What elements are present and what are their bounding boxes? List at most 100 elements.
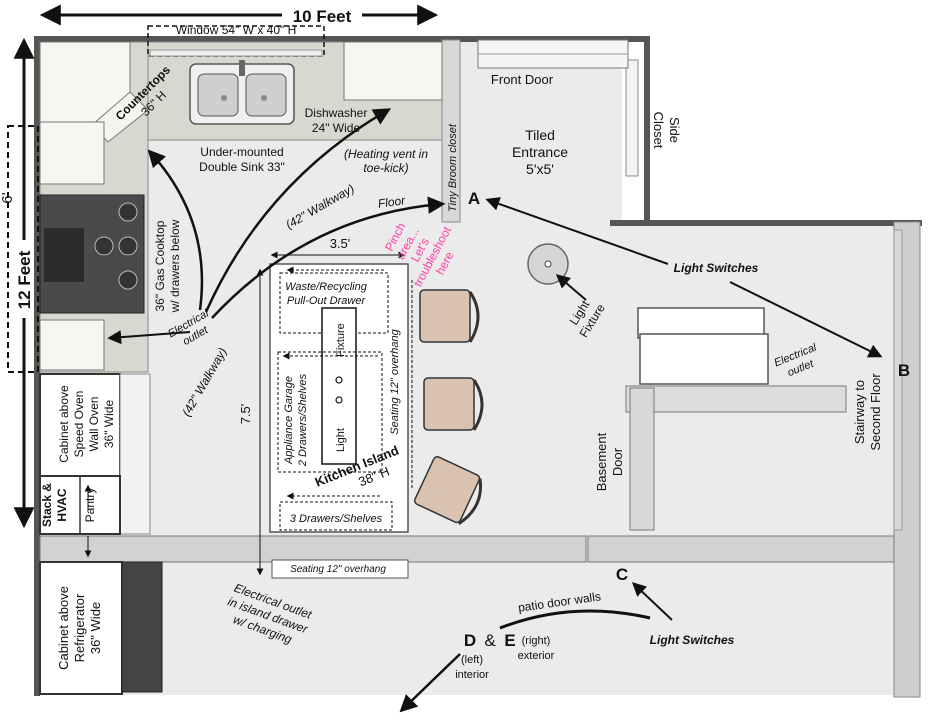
basement-door-wall	[629, 387, 655, 531]
marker-amp: &	[484, 631, 496, 650]
refrigerator-door	[121, 561, 163, 693]
seating-bottom-label: Seating 12" overhang	[290, 564, 386, 575]
living-top-wall	[610, 220, 922, 226]
burner	[118, 202, 138, 222]
side-closet-label: Side Closet	[651, 112, 682, 149]
waste-drawer-label: Waste/Recycling Pull-Out Drawer	[285, 281, 368, 307]
walkway-curve-to-floor	[211, 196, 446, 319]
refrigerator-cabinet	[39, 561, 123, 695]
marker-b: B	[898, 361, 910, 380]
island-length-label: 7.5'	[238, 404, 253, 425]
svg-text:(left): (left)	[461, 654, 483, 666]
window-sill	[149, 49, 323, 57]
right-exterior-label: (right) exterior	[518, 635, 555, 662]
svg-text:Cabinet above: Cabinet above	[56, 586, 71, 670]
light-bulb	[335, 396, 343, 404]
bar-stool	[414, 456, 483, 525]
stair-inner	[893, 229, 903, 531]
burner	[94, 236, 114, 256]
svg-text:Dishwasher: Dishwasher	[305, 106, 368, 120]
light-label: Light	[335, 428, 347, 452]
living-floor	[610, 225, 920, 695]
svg-text:(right): (right)	[522, 635, 551, 647]
landing-shelf	[625, 385, 847, 413]
ten-foot-label: 10 Feet	[293, 7, 352, 26]
bar-stool	[423, 377, 484, 431]
svg-text:Stairway to: Stairway to	[852, 380, 867, 444]
svg-text:exterior: exterior	[518, 650, 555, 662]
stair-box-lower	[639, 333, 769, 385]
stairway-label: Stairway to Second Floor	[852, 373, 883, 451]
appliance-garage-label: Appliance Garage 2 Drawers/Shelves	[283, 373, 309, 467]
front-door-label: Front Door	[491, 72, 554, 87]
switch-arrow-c	[631, 582, 673, 621]
svg-text:w/ drawers below: w/ drawers below	[168, 219, 182, 313]
svg-text:Tiled: Tiled	[525, 127, 555, 143]
basement-door-label: Basement Door	[594, 432, 625, 491]
sink-label: Under-mounted Double Sink 33"	[199, 145, 285, 174]
tiled-entrance-label: Tiled Entrance 5'x5'	[512, 127, 568, 177]
svg-text:Appliance Garage: Appliance Garage	[283, 376, 295, 465]
exit-arrow	[399, 653, 461, 713]
divider-wall-right	[587, 535, 895, 563]
island-fixture	[321, 307, 357, 465]
svg-text:Side: Side	[667, 117, 682, 143]
svg-text:24" Wide: 24" Wide	[312, 121, 361, 135]
island-appliance-garage	[277, 351, 383, 473]
marker-a: A	[468, 189, 480, 208]
twelve-foot-label: 12 Feet	[15, 250, 34, 309]
svg-text:Under-mounted: Under-mounted	[200, 145, 283, 159]
bottom-drawers-label: 3 Drawers/Shelves	[290, 513, 383, 525]
entrance-wall	[644, 36, 650, 226]
dishwasher-label: Dishwasher 24" Wide	[305, 106, 368, 135]
side-closet-door	[625, 59, 639, 177]
svg-text:Closet: Closet	[651, 112, 666, 149]
divider-wall-left	[39, 535, 587, 563]
svg-text:Cabinet above: Cabinet above	[57, 385, 71, 463]
oven-side	[119, 373, 151, 535]
cabinet-below-cooktop	[39, 319, 105, 371]
sink-drain	[221, 95, 227, 101]
floor-label: Floor	[377, 193, 407, 211]
svg-text:Double Sink 33": Double Sink 33"	[199, 160, 285, 174]
stack-hvac-label: Stack & HVAC	[40, 483, 69, 527]
sink-basin-right	[245, 73, 287, 117]
svg-text:5'x5': 5'x5'	[526, 161, 554, 177]
faucet	[239, 60, 245, 76]
walkway-curve-to-counter	[147, 149, 204, 311]
refrigerator-label: Cabinet above Refrigerator 36" Wide	[56, 586, 103, 670]
island-bottom-seating	[271, 559, 409, 579]
window-label: Window 54" W x 40" H	[176, 23, 297, 37]
heating-vent-label: (Heating vent in toe-kick)	[344, 147, 428, 175]
six-foot-label: 6'	[0, 192, 16, 203]
svg-text:(Heating vent in: (Heating vent in	[344, 147, 428, 161]
sink-drain	[261, 95, 267, 101]
island-bottom-drawers	[279, 501, 393, 531]
sink-basin-left	[197, 73, 239, 117]
switch-arrow-b	[729, 281, 883, 358]
fixture-label: Fixture	[335, 323, 347, 357]
svg-text:36" Wide: 36" Wide	[88, 602, 103, 654]
svg-text:Second Floor: Second Floor	[868, 373, 883, 451]
svg-text:36" Gas Cooktop: 36" Gas Cooktop	[153, 220, 167, 311]
svg-text:Entrance: Entrance	[512, 144, 568, 160]
light-switches-bottom-label: Light Switches	[650, 633, 735, 647]
cabinet-top-left	[39, 41, 131, 123]
svg-text:Stack &: Stack &	[40, 483, 54, 527]
cooktop-oven-front	[44, 228, 84, 282]
svg-text:Wall Oven: Wall Oven	[87, 397, 101, 452]
left-interior-label: (left) interior	[455, 654, 489, 681]
marker-d: D	[464, 631, 476, 650]
outlet-arrow-left	[107, 330, 191, 345]
svg-text:toe-kick): toe-kick)	[363, 161, 408, 175]
svg-text:36" Wide: 36" Wide	[102, 400, 116, 449]
patio-door-arc	[499, 609, 651, 630]
window-outline	[147, 25, 325, 57]
cooktop-label: 36" Gas Cooktop w/ drawers below	[153, 219, 182, 313]
walkway-curve-to-dishwasher	[204, 108, 392, 313]
cabinet-left-upper	[39, 121, 105, 185]
svg-text:Refrigerator: Refrigerator	[72, 593, 87, 662]
cabinet-top-right	[343, 41, 443, 101]
island-width-label: 3.5'	[330, 236, 351, 251]
